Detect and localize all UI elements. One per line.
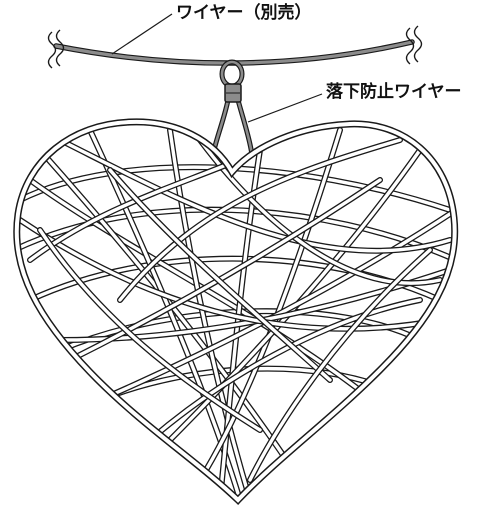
- rattan-strand-highlight: [108, 168, 332, 382]
- right-break-mark-icon: [405, 25, 423, 65]
- rattan-strand-highlight: [16, 207, 455, 262]
- rattan-strand-highlight: [68, 178, 382, 362]
- support-wire-label: ワイヤー（別売）: [176, 3, 312, 23]
- rattan-strands: [16, 127, 455, 501]
- rattan-strand-highlight: [118, 138, 402, 302]
- rattan-strand-highlight: [38, 228, 262, 432]
- left-break-mark-icon: [47, 29, 65, 69]
- support-wire-leader-line: [111, 13, 173, 55]
- rattan-strand-highlight: [148, 298, 422, 442]
- rattan-strand-highlight: [18, 218, 442, 331]
- rattan-strand-highlight: [198, 138, 442, 285]
- safety-wire-label: 落下防止ワイヤー: [326, 82, 462, 102]
- rattan-strand-highlight: [248, 248, 432, 482]
- rattan-strand-highlight: [58, 138, 452, 253]
- rattan-strand-highlight: [98, 208, 455, 402]
- rattan-heart: [13, 118, 459, 505]
- safety-wire-leader-line: [247, 93, 323, 123]
